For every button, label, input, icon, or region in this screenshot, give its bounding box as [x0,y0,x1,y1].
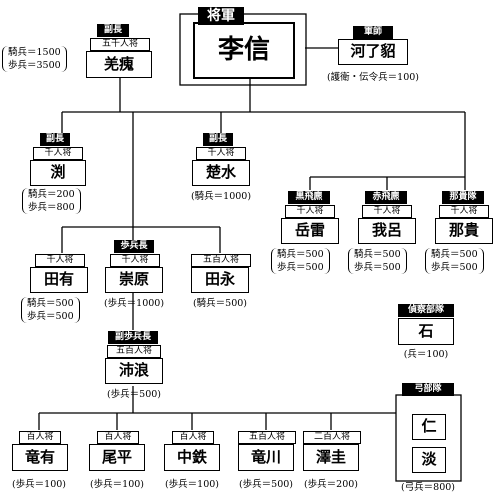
leader-sugen-rank: 千人将 [110,254,160,267]
scouts-name: 石 [398,318,454,345]
leader-denyu-rank: 千人将 [35,254,85,267]
leader-hairo-rank: 五百人将 [107,345,161,358]
leader-garo-note: 騎兵＝500 歩兵＝500 [348,248,407,274]
leader-gakurai-name: 岳雷 [281,218,339,244]
leader-sosui-tag: 副長 [203,133,233,146]
leader-hairo-tag: 副歩兵長 [108,331,158,344]
leader-chutetsu-note: (歩兵＝100) [164,479,220,490]
leader-hairo-name: 沛浪 [105,358,163,384]
leader-garo-note1: 騎兵＝500 [354,249,401,260]
leader-denei-note: (騎兵＝500) [192,298,248,309]
leader-naki-note: 騎兵＝500 歩兵＝500 [425,248,484,274]
leader-yoko-name: 羌瘣 [86,51,152,78]
leader-bihei-rank: 百人将 [97,431,139,444]
leader-denyu-note: 騎兵＝500 歩兵＝500 [21,297,80,323]
leader-sosui-note: (騎兵＝1000) [190,191,252,202]
leader-sosui-name: 楚水 [192,160,250,186]
leader-ryusen-note: (歩兵＝500) [238,479,294,490]
leader-denyu-note2: 歩兵＝500 [27,311,74,322]
leader-naki-tag: 那貴隊 [442,191,484,204]
general-tag: 将軍 [198,7,244,25]
scouts-tag: 偵察部隊 [398,304,454,317]
leader-naki-rank: 千人将 [439,205,489,218]
leader-yoko-note1: 騎兵＝1500 [8,47,61,58]
leader-sugen-note: (歩兵＝1000) [103,298,165,309]
leader-en-note: 騎兵＝200 歩兵＝800 [22,188,81,214]
leader-gakurai-rank: 千人将 [285,205,335,218]
leader-denyu-name: 田有 [30,267,88,293]
leader-ryusen-rank: 五百人将 [238,431,296,444]
leader-denyu-note1: 騎兵＝500 [27,298,74,309]
leader-denei-name: 田永 [191,267,249,293]
leader-yoko-rank: 五千人将 [90,38,150,51]
leader-bihei-note: (歩兵＝100) [89,479,145,490]
leader-en-note1: 騎兵＝200 [28,189,75,200]
leader-ryuyu-note: (歩兵＝100) [11,479,67,490]
leader-naki-note2: 歩兵＝500 [431,262,478,273]
archers-note: (弓兵＝800) [400,482,456,493]
strategist-name: 河了貂 [338,39,408,65]
leader-gakurai-note: 騎兵＝500 歩兵＝500 [271,248,330,274]
leader-takukei-name: 澤圭 [303,444,359,471]
leader-gakurai-note2: 歩兵＝500 [277,262,324,273]
general-name: 李信 [217,35,270,65]
leader-sugen-tag: 歩兵長 [114,240,154,253]
leader-yoko-note: 騎兵＝1500 歩兵＝3500 [2,46,67,72]
leader-takukei-note: (歩兵＝200) [303,479,359,490]
leader-gakurai-tag: 黒飛麃 [288,191,330,204]
leader-takukei-rank: 二百人将 [303,431,361,444]
leader-en-tag: 副長 [40,133,70,146]
leader-en-name: 渕 [30,160,86,186]
leader-garo-name: 我呂 [358,218,416,244]
leader-sosui-rank: 千人将 [196,147,246,160]
leader-bihei-name: 尾平 [89,444,145,471]
leader-ryuyu-rank: 百人将 [19,431,61,444]
leader-hairo-note: (歩兵＝500) [106,389,162,400]
leader-garo-note2: 歩兵＝500 [354,262,401,273]
leader-yoko-tag: 副長 [97,24,129,37]
strategist-tag: 軍師 [353,26,393,39]
strategist-note: (護衛・伝令兵＝100) [326,72,420,83]
scouts-note: (兵＝100) [403,349,449,360]
archers-name2: 淡 [412,447,446,473]
leader-sugen-name: 崇原 [105,267,163,293]
leader-denei-rank: 五百人将 [191,254,251,267]
leader-en-note2: 歩兵＝800 [28,202,75,213]
archers-tag: 弓部隊 [402,383,454,396]
leader-yoko-note2: 歩兵＝3500 [8,60,61,71]
leader-chutetsu-name: 中鉄 [164,444,220,471]
leader-ryusen-name: 竜川 [238,444,294,471]
leader-naki-note1: 騎兵＝500 [431,249,478,260]
leader-naki-name: 那貴 [435,218,493,244]
archers-name1: 仁 [412,414,446,440]
leader-gakurai-note1: 騎兵＝500 [277,249,324,260]
leader-en-rank: 千人将 [33,147,83,160]
leader-ryuyu-name: 竜有 [12,444,68,471]
leader-garo-rank: 千人将 [362,205,412,218]
leader-garo-tag: 赤飛麃 [365,191,407,204]
leader-chutetsu-rank: 百人将 [172,431,214,444]
